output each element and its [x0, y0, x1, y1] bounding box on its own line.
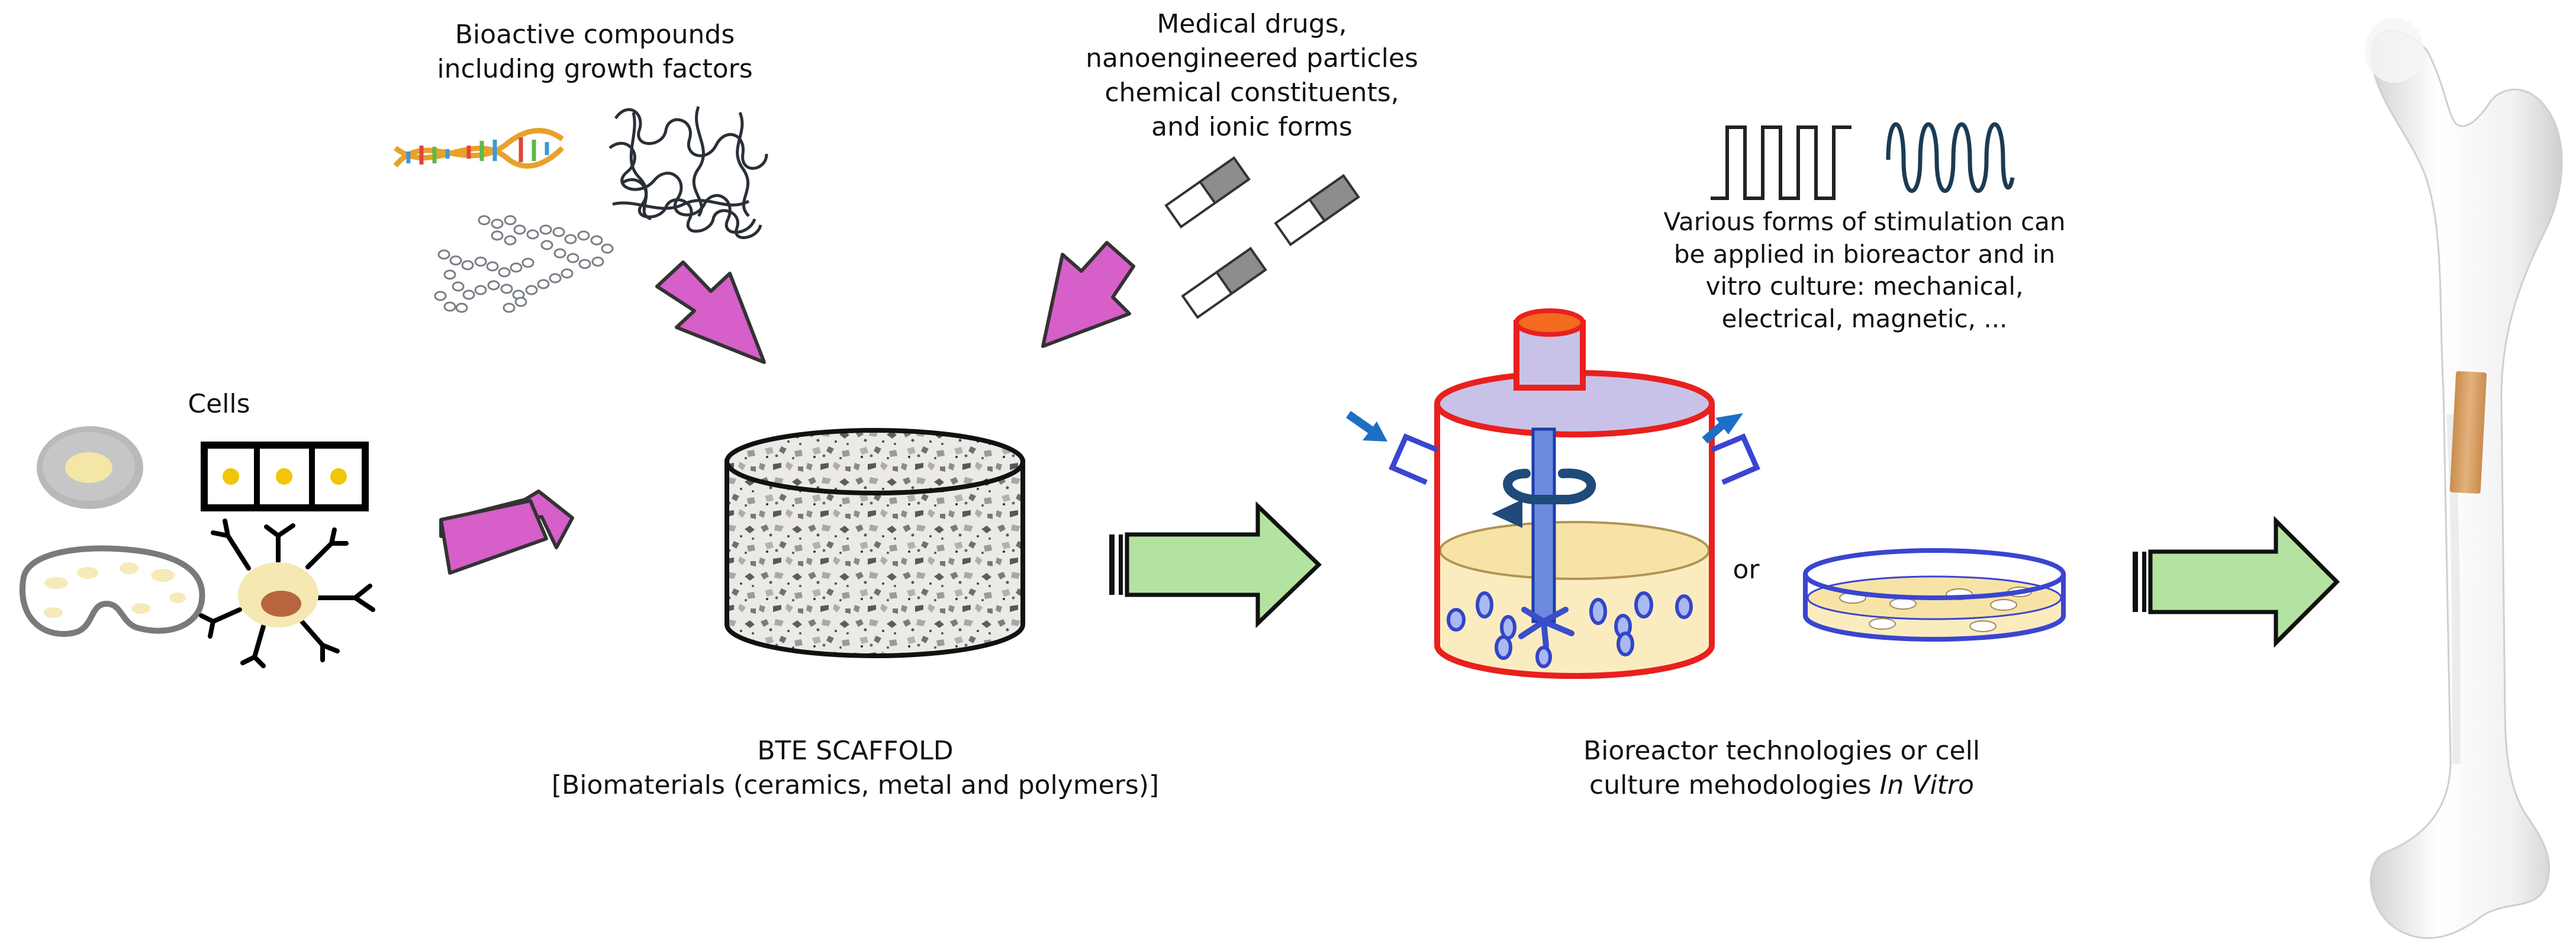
drugs-line-2: nanoengineered particles — [1086, 43, 1418, 74]
stimulation-line-3: vitro culture: mechanical, — [1705, 272, 2024, 301]
drug-capsule-icon — [1274, 174, 1360, 246]
bone-implant-icon — [2449, 371, 2487, 494]
cells-text: Cells — [188, 389, 250, 419]
molecule-chain-icon — [434, 215, 614, 313]
bioreactor-line-1: Bioreactor technologies or cell — [1583, 736, 1981, 766]
bioactive-line-1: Bioactive compounds — [455, 20, 735, 50]
square-wave-icon — [1711, 125, 1852, 200]
bioreactor-icon — [1345, 308, 1760, 679]
drugs-line-4: and ionic forms — [1151, 112, 1353, 143]
cells-label: Cells — [160, 387, 278, 421]
green-arrow-to-bone — [2133, 516, 2340, 648]
drugs-line-1: Medical drugs, — [1157, 9, 1347, 39]
drug-capsule-icon — [1164, 156, 1251, 228]
drugs-line-3: chemical constituents, — [1105, 78, 1399, 108]
sine-wave-icon — [1886, 122, 2015, 193]
or-text: or — [1733, 555, 1760, 585]
petri-dish-icon — [1803, 548, 2066, 642]
bone-icon — [2365, 18, 2563, 939]
pink-arrow-drugs — [1041, 241, 1135, 348]
cells-cluster — [20, 426, 375, 668]
dna-icon — [393, 128, 565, 169]
stimulation-label: Various forms of stimulation can be appl… — [1634, 206, 2095, 335]
bioactive-compounds-label: Bioactive compounds including growth fac… — [402, 18, 787, 86]
bioreactor-label: Bioreactor technologies or cell culture … — [1527, 734, 2036, 803]
growth-factor-coils-icon — [608, 106, 768, 239]
in-vitro-italic: In Vitro — [1879, 770, 1974, 801]
osteocyte-cell-icon — [199, 519, 375, 668]
bioactive-line-2: including growth factors — [437, 54, 753, 85]
scaffold-label: BTE SCAFFOLD [Biomaterials (ceramics, me… — [533, 734, 1178, 803]
scaffold-subtitle: [Biomaterials (ceramics, metal and polym… — [551, 770, 1160, 801]
or-label: or — [1705, 553, 1788, 587]
drug-capsule-icon — [1181, 247, 1267, 319]
green-arrow-to-bioreactor — [1109, 501, 1322, 629]
round-cell-icon — [37, 426, 143, 509]
cell-sheet-icon — [201, 442, 369, 511]
stimulation-line-4: electrical, magnetic, ... — [1721, 304, 2008, 333]
scaffold-title: BTE SCAFFOLD — [757, 736, 954, 766]
stimulation-line-1: Various forms of stimulation can — [1663, 207, 2066, 236]
pink-arrow-cells-body — [439, 499, 548, 575]
osteoclast-cell-icon — [20, 545, 205, 637]
rotation-arrow-icon — [1492, 468, 1596, 528]
medical-drugs-label: Medical drugs, nanoengineered particles … — [1060, 7, 1444, 144]
stimulation-line-2: be applied in bioreactor and in — [1673, 239, 2056, 269]
pink-arrow-bioactive — [655, 260, 766, 364]
bioreactor-line-2-text: culture mehodologies — [1589, 770, 1880, 801]
bte-scaffold-icon — [724, 428, 1025, 658]
bioreactor-line-2: culture mehodologies In Vitro — [1527, 768, 2036, 803]
